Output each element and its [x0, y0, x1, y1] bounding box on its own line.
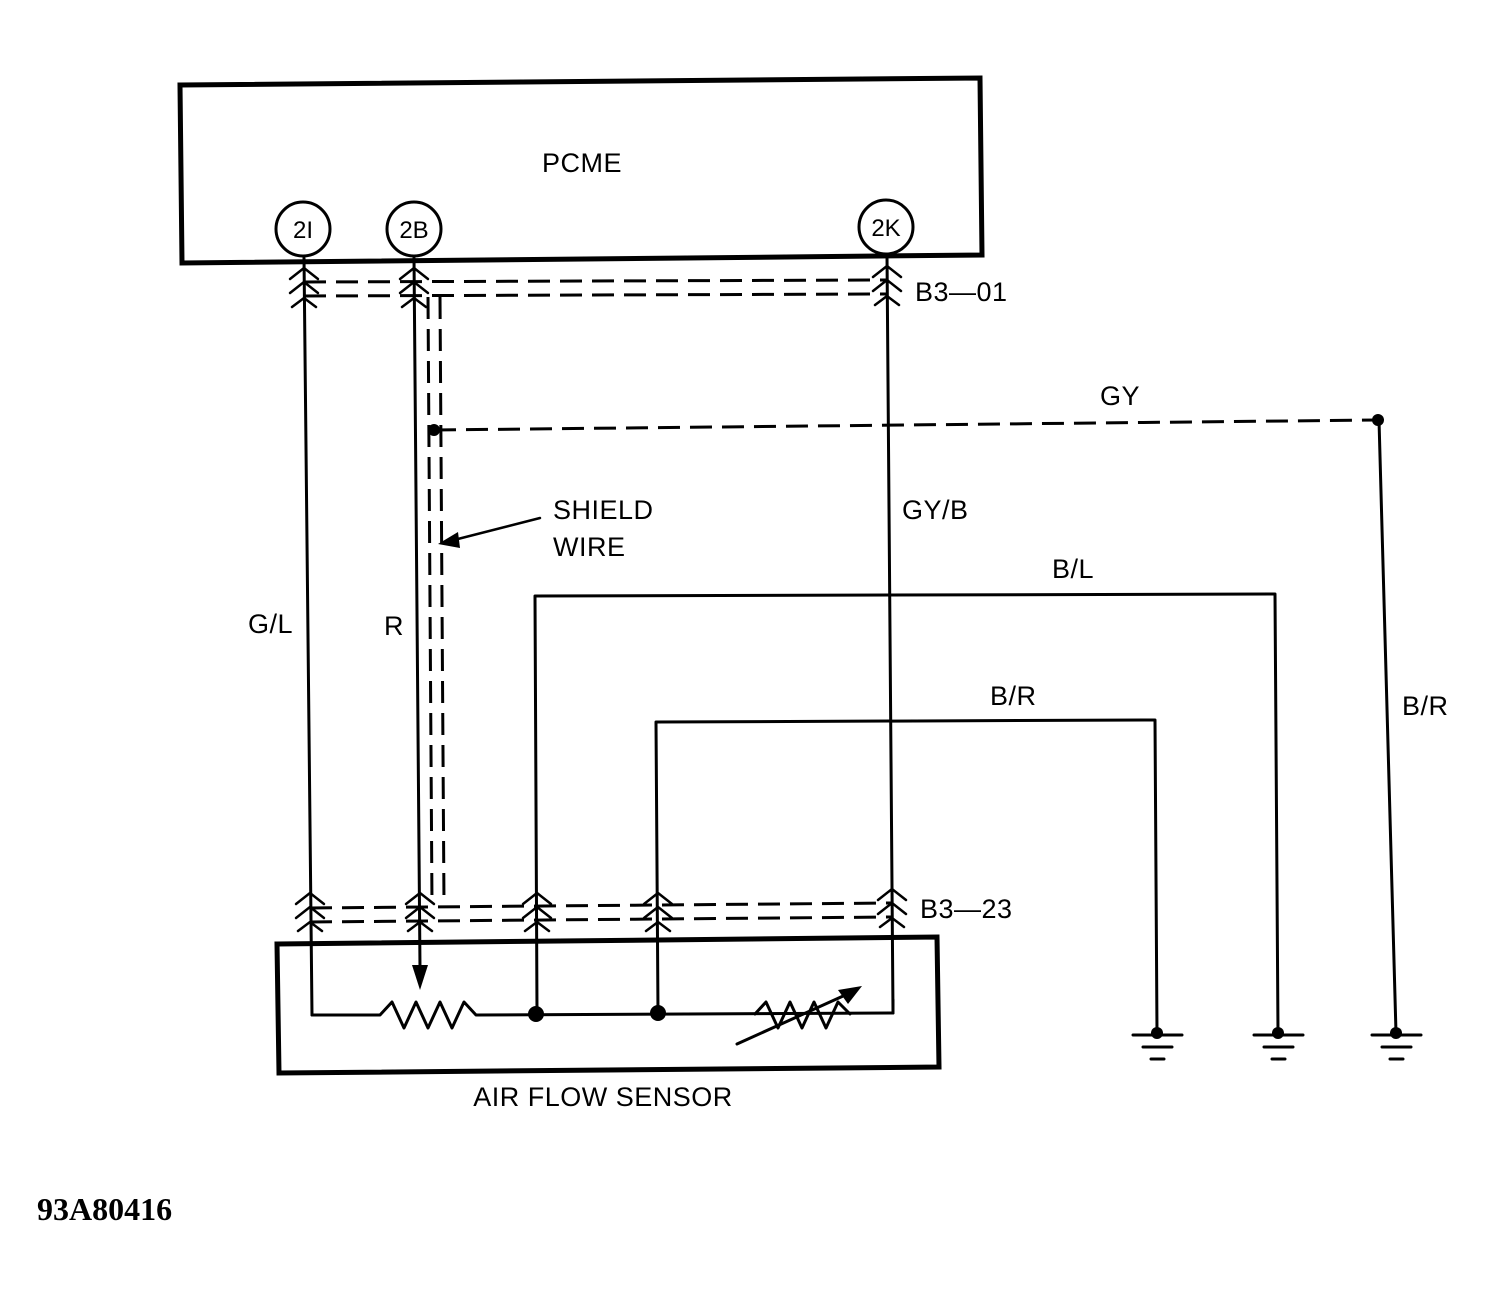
pin-2i-label: 2I [293, 217, 313, 244]
wire-label-gyb: GY/B [902, 495, 969, 525]
pin-2k-label: 2K [871, 215, 900, 242]
wire-label-bl: B/L [1052, 554, 1094, 584]
wire-gl [302, 256, 314, 1017]
wire-r [412, 256, 422, 970]
shield-label-line2: WIRE [553, 532, 626, 562]
wire-br-outer [1377, 418, 1398, 1035]
wiper-arrow-icon [412, 965, 428, 990]
connector-b3-01-label: B3—01 [915, 277, 1008, 307]
connector-b3-01: B3—01 [288, 264, 1008, 309]
pin-2b-label: 2B [399, 217, 428, 244]
shield-label-line1: SHIELD [553, 495, 654, 525]
ground-icon [1370, 1027, 1423, 1061]
wire-label-gy: GY [1100, 381, 1140, 411]
pin-2b: 2B [385, 200, 443, 258]
shield-wire-callout: SHIELD WIRE [438, 495, 654, 562]
connector-b3-23: B3—23 [294, 887, 1013, 933]
pcme-label: PCME [542, 148, 622, 178]
wire-label-br-outer: B/R [1402, 691, 1449, 721]
ground-icon [1252, 1027, 1305, 1061]
figure-id: 93A80416 [37, 1191, 172, 1227]
wire-label-gl: G/L [248, 609, 293, 639]
sensor-label: AIR FLOW SENSOR [473, 1082, 733, 1112]
wire-label-br-inner: B/R [990, 681, 1037, 711]
air-flow-sensor: AIR FLOW SENSOR [274, 934, 942, 1112]
wire-gyb [885, 253, 895, 1014]
connector-b3-23-label: B3—23 [920, 894, 1013, 924]
wire-label-r: R [384, 611, 404, 641]
pcme-module: PCME [177, 75, 985, 266]
pin-2i: 2I [274, 200, 332, 258]
wire-br-inner [654, 718, 1159, 1035]
ground-icon [1131, 1027, 1184, 1061]
pin-2k: 2K [857, 198, 915, 256]
shield-wire [426, 296, 1384, 906]
wire-bl [533, 592, 1280, 1035]
